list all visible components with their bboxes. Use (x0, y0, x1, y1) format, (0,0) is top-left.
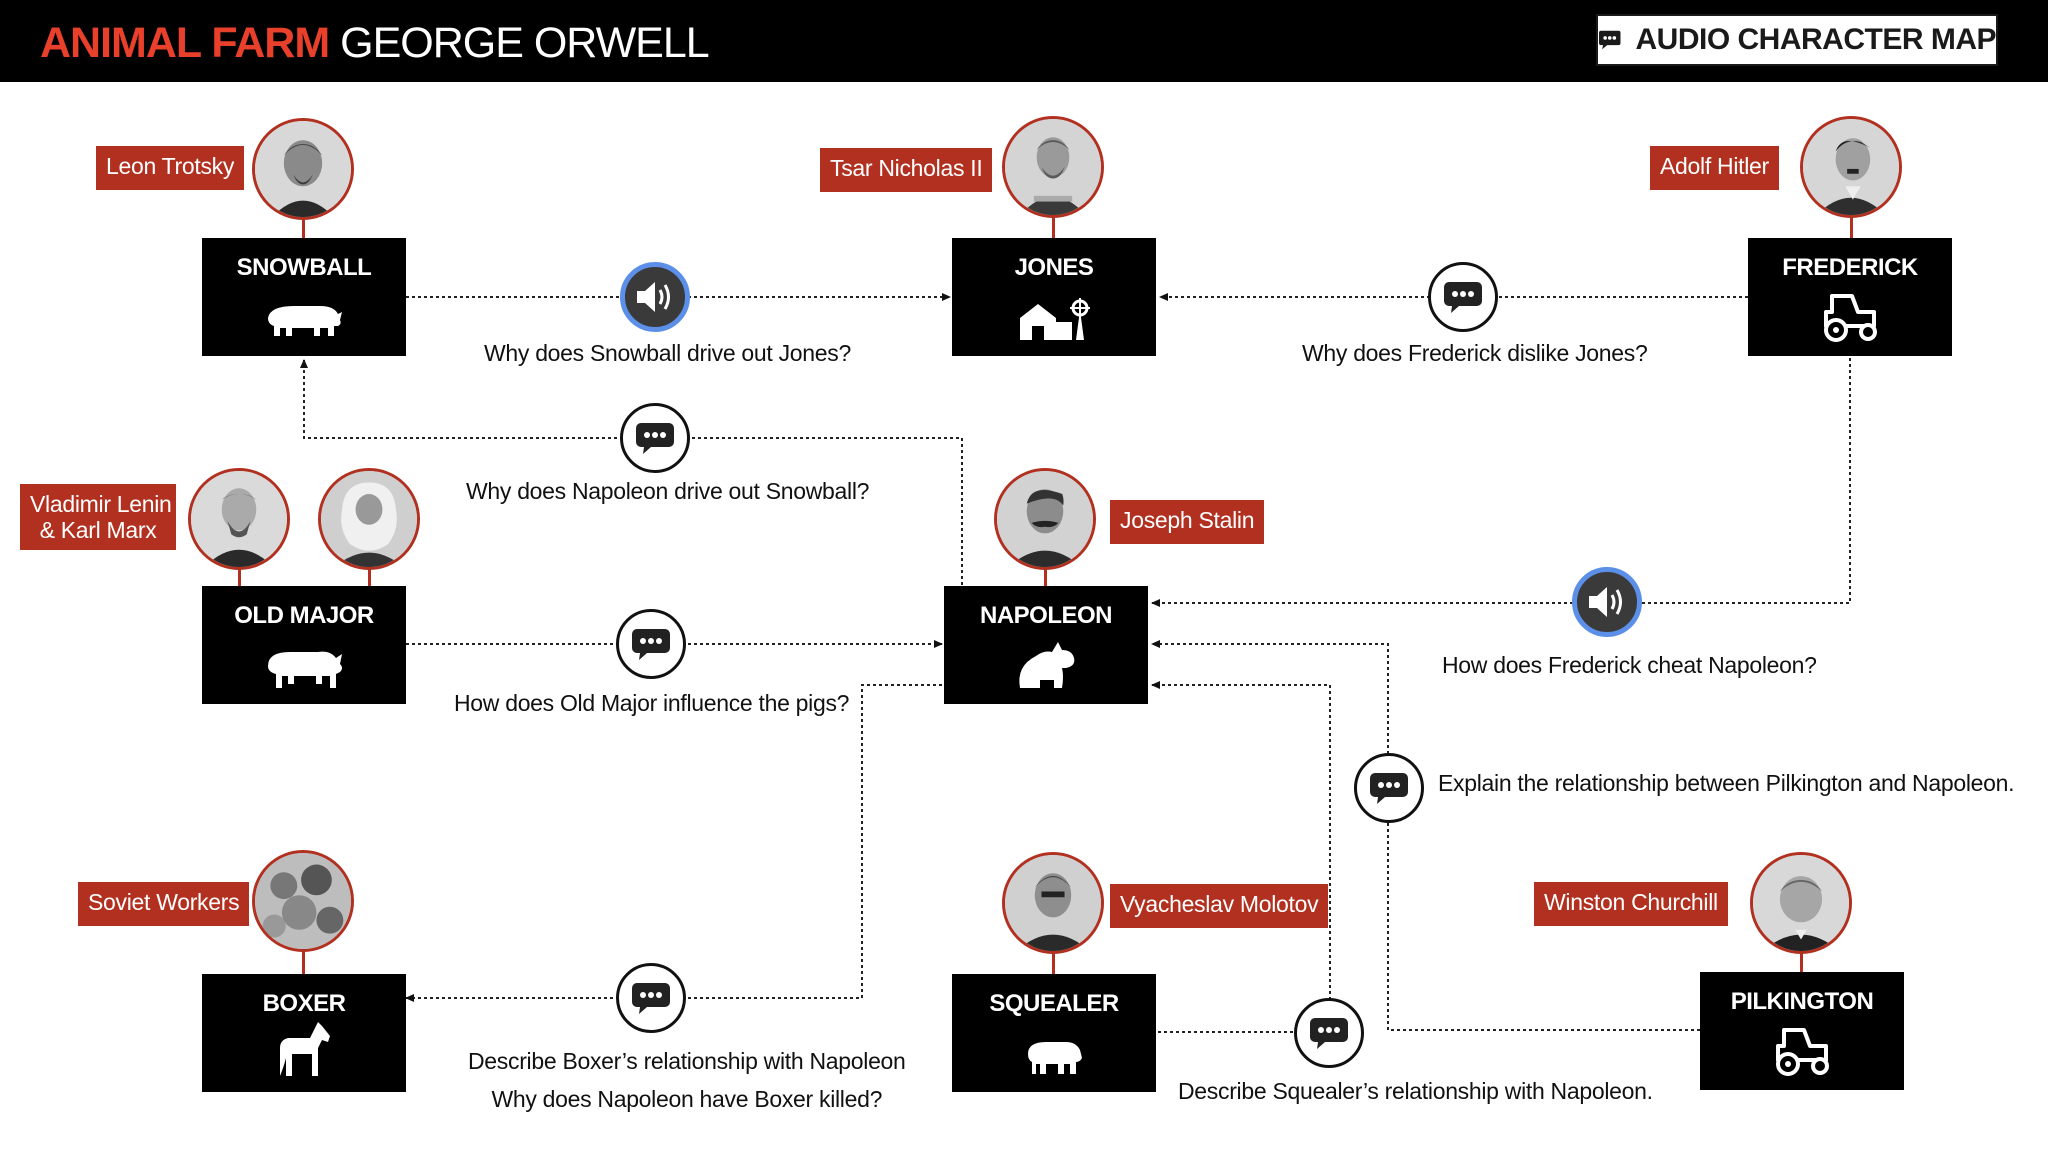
question-pilkington-napoleon[interactable]: Explain the relationship between Pilking… (1438, 770, 2015, 796)
link-pilkington-napoleon (1151, 640, 1700, 1031)
avatar-churchill[interactable] (1750, 852, 1852, 954)
question-oldmajor-pigs[interactable]: How does Old Major influence the pigs? (454, 690, 850, 716)
figure-tag-stalin: Joseph Stalin (1110, 500, 1265, 544)
character-box-jones[interactable]: JONES (952, 238, 1156, 356)
figure-tag-lenin-marx: Vladimir Lenin & Karl Marx (20, 484, 176, 550)
question-boxer-napoleon[interactable]: Describe Boxer’s relationship with Napol… (468, 1048, 906, 1112)
avatar-stalin[interactable] (994, 468, 1096, 570)
avatar-molotov[interactable] (1002, 852, 1104, 954)
character-box-old-major[interactable]: OLD MAJOR (202, 586, 406, 704)
figure-tag-hitler: Adolf Hitler (1650, 146, 1779, 190)
chat-icon (1444, 282, 1482, 313)
speaker-icon (637, 282, 670, 312)
character-name-old-major: OLD MAJOR (234, 602, 374, 629)
title-book: ANIMAL FARM (40, 19, 330, 67)
chat-button-oldmajor-pigs[interactable] (616, 609, 686, 679)
tractor-icon (1776, 1028, 1829, 1076)
character-name-jones: JONES (1014, 254, 1094, 281)
question-frederick-napoleon[interactable]: How does Frederick cheat Napoleon? (1442, 652, 1817, 678)
link-frederick-napoleon (1151, 358, 1851, 607)
character-name-napoleon: NAPOLEON (979, 602, 1113, 629)
character-box-snowball[interactable]: SNOWBALL (202, 238, 406, 356)
link-napoleon-boxer (405, 684, 942, 1002)
page-title: ANIMAL FARM GEORGE ORWELL (40, 16, 710, 70)
character-box-pilkington[interactable]: PILKINGTON (1700, 972, 1904, 1090)
question-snowball-jones[interactable]: Why does Snowball drive out Jones? (484, 340, 851, 366)
figure-tag-soviet-workers: Soviet Workers (78, 882, 250, 926)
pig-icon (1028, 1042, 1082, 1074)
figure-tag-churchill: Winston Churchill (1534, 882, 1728, 926)
character-name-squealer: SQUEALER (989, 990, 1119, 1017)
farm-icon (1020, 298, 1090, 340)
avatar-marx[interactable] (318, 468, 420, 570)
badge-label: AUDIO CHARACTER MAP (1635, 23, 1997, 56)
question-napoleon-snowball[interactable]: Why does Napoleon drive out Snowball? (466, 478, 870, 504)
tractor-icon (1824, 294, 1877, 342)
chat-button-pilkington-napoleon[interactable] (1354, 753, 1424, 823)
audio-character-map-badge: AUDIO CHARACTER MAP (1596, 14, 1998, 66)
pig-icon (268, 306, 342, 336)
title-author: GEORGE ORWELL (340, 19, 710, 67)
avatar-soviet-workers[interactable] (252, 850, 354, 952)
chat-icon (1310, 1018, 1348, 1049)
avatar-hitler[interactable] (1800, 116, 1902, 218)
character-name-boxer: BOXER (262, 990, 346, 1017)
audio-button-frederick-napoleon[interactable] (1572, 567, 1642, 637)
chat-icon (632, 629, 670, 660)
figure-tag-nicholas: Tsar Nicholas II (820, 148, 993, 192)
sitting-pig-icon (1019, 642, 1075, 688)
character-name-pilkington: PILKINGTON (1730, 988, 1874, 1015)
audio-button-snowball-jones[interactable] (620, 262, 690, 332)
link-squealer-napoleon (1151, 681, 1331, 1033)
horse-icon (280, 1022, 330, 1076)
avatar-trotsky[interactable] (252, 118, 354, 220)
chat-icon (1370, 773, 1408, 804)
question-squealer-napoleon[interactable]: Describe Squealer’s relationship with Na… (1178, 1078, 1653, 1104)
avatar-nicholas[interactable] (1002, 116, 1104, 218)
chat-button-frederick-jones[interactable] (1428, 262, 1498, 332)
speaker-icon (1589, 587, 1622, 617)
character-box-napoleon[interactable]: NAPOLEON (944, 586, 1148, 704)
character-box-boxer[interactable]: BOXER (202, 974, 406, 1092)
figure-tag-molotov: Vyacheslav Molotov (1110, 884, 1329, 928)
figure-tag-trotsky: Leon Trotsky (96, 146, 245, 190)
avatar-lenin[interactable] (188, 468, 290, 570)
character-name-frederick: FREDERICK (1782, 254, 1918, 281)
question-frederick-jones[interactable]: Why does Frederick dislike Jones? (1302, 340, 1648, 366)
chat-button-squealer-napoleon[interactable] (1294, 998, 1364, 1068)
character-name-snowball: SNOWBALL (236, 254, 372, 281)
chat-icon (632, 983, 670, 1014)
speech-bubble-icon (1599, 30, 1621, 50)
boar-icon (268, 651, 342, 688)
chat-button-napoleon-snowball[interactable] (620, 403, 690, 473)
character-box-squealer[interactable]: SQUEALER (952, 974, 1156, 1092)
chat-icon (636, 423, 674, 454)
character-box-frederick[interactable]: FREDERICK (1748, 238, 1952, 356)
header-bar: ANIMAL FARM GEORGE ORWELL AUDIO CHARACTE… (0, 0, 2048, 82)
chat-button-boxer-napoleon[interactable] (616, 963, 686, 1033)
